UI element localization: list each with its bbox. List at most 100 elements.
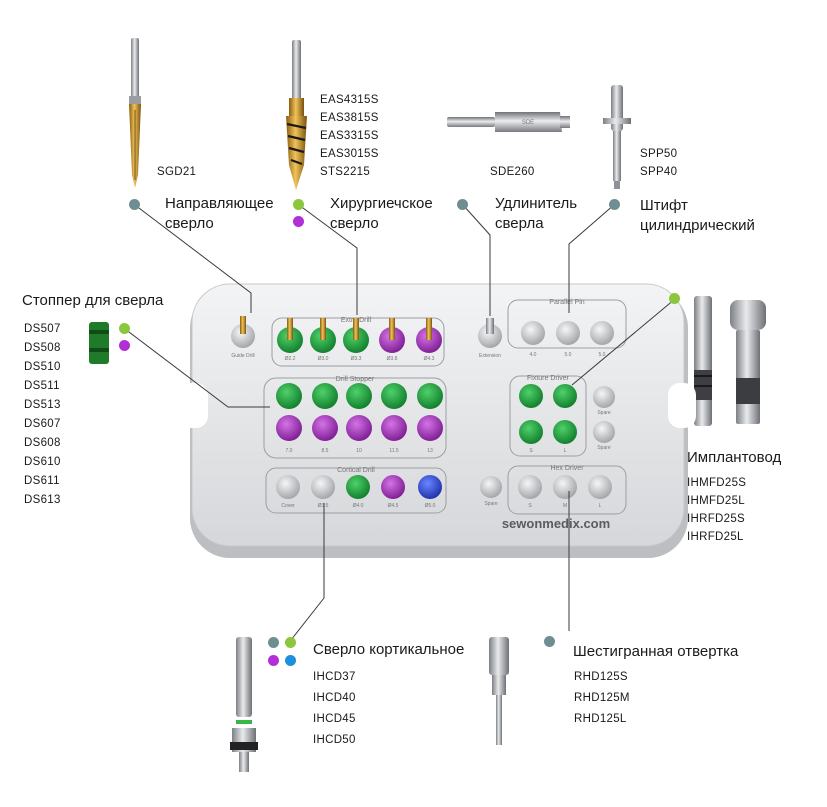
product-code: SPP40 — [640, 166, 678, 178]
cortical-label: Ø5.0 — [425, 503, 436, 509]
hex-driver-image — [489, 637, 509, 745]
parallel-pin-label: 4.0 — [530, 352, 537, 358]
product-code: DS610 — [24, 456, 61, 468]
hex-label: M — [563, 503, 567, 509]
surgical-drill-title: сверло — [330, 215, 379, 232]
drill-stopper-image — [89, 322, 109, 364]
cortical-drill-image — [230, 637, 258, 772]
extra-drill-label: Ø3.8 — [387, 356, 398, 362]
stopper-label: 13 — [427, 448, 433, 454]
extender-title: Удлинитель — [495, 195, 578, 212]
product-code: RHD125M — [574, 692, 630, 704]
fixture-driver-grid: S L Spare Spare — [519, 384, 615, 454]
cortical-label: Ø3.5 — [318, 503, 329, 509]
group-label-drill-stopper: Drill Stopper — [336, 376, 375, 383]
cortical-drill-marker-purple — [268, 655, 279, 666]
hex-label: S — [528, 503, 532, 509]
guide-drill-title: сверло — [165, 215, 214, 232]
product-code: EAS3815S — [320, 112, 379, 124]
product-code: IHRFD25S — [687, 513, 745, 525]
product-code: IHCD45 — [313, 713, 356, 725]
product-code: IHMFD25S — [687, 477, 747, 489]
product-code: DS507 — [24, 323, 61, 335]
parallel-pin-title: цилиндрический — [640, 217, 755, 234]
cortical-drill-title: Сверло кортикальное — [313, 641, 465, 658]
slot-label-guide: Guide Drill — [231, 353, 254, 359]
guide-drill-code: SGD21 — [157, 166, 197, 178]
group-label-hex-driver: Hex Driver — [550, 465, 584, 472]
slot-label-extension: Extension — [479, 353, 501, 359]
group-label-cortical-drill: Cortical Drill — [337, 467, 375, 474]
implant-driver-title: Имплантовод — [687, 449, 782, 466]
surgical-drill-title: Хирургиечское — [330, 195, 433, 212]
instrument-tray: Extra Drill Drill Stopper Cortical Drill… — [180, 283, 696, 558]
parallel-pin-image — [603, 85, 631, 189]
drill-stopper-marker-lime — [119, 323, 130, 334]
drill-stopper-code-list: DS507 DS508 DS510 DS511 DS513 DS607 DS60… — [24, 320, 61, 510]
implant-driver-image — [694, 296, 766, 426]
guide-drill-title: Направляющее — [165, 195, 274, 212]
group-label-fixture-driver: Fixture Driver — [527, 375, 570, 382]
parallel-pin-code-list: SPP50 SPP40 — [640, 145, 677, 181]
surgical-drill-code-list: EAS4315S EAS3815S EAS3315S EAS3015S STS2… — [320, 91, 379, 181]
extra-drill-label: Ø2.2 — [285, 356, 296, 362]
hex-driver-title: Шестигранная отвертка — [573, 643, 739, 660]
product-code: DS613 — [24, 494, 61, 506]
parallel-pin-marker — [609, 199, 620, 210]
extender-engraving: SDE — [522, 120, 534, 126]
cortical-label: Ø4.5 — [388, 503, 399, 509]
product-code: EAS3015S — [320, 148, 379, 160]
extra-drill-label: Ø3.3 — [351, 356, 362, 362]
parallel-pin-title: Штифт — [640, 197, 688, 214]
drill-stopper-grid: 7.0 8.5 10 11.5 13 — [276, 383, 443, 454]
hex-driver-row: S M L — [518, 475, 612, 509]
guide-drill-image — [129, 38, 141, 188]
cortical-drill-code-list: IHCD37 IHCD40 IHCD45 IHCD50 — [313, 667, 356, 751]
extra-drill-label: Ø3.0 — [318, 356, 329, 362]
product-code: EAS3315S — [320, 130, 379, 142]
hex-driver-code-list: RHD125S RHD125M RHD125L — [574, 667, 630, 730]
extra-drill-label: Ø4.3 — [424, 356, 435, 362]
drill-stopper-title: Стоппер для сверла — [22, 292, 164, 309]
parallel-pin-label: 5.0 — [599, 352, 606, 358]
product-code: STS2215 — [320, 166, 371, 178]
cortical-drill-marker-lime — [285, 637, 296, 648]
product-code: DS513 — [24, 399, 61, 411]
implant-driver-code-list: IHMFD25S IHMFD25L IHRFD25S IHRFD25L — [687, 474, 746, 546]
extender-marker — [457, 199, 468, 210]
product-code: DS510 — [24, 361, 61, 373]
product-code: DS607 — [24, 418, 61, 430]
hex-label: L — [599, 503, 602, 509]
product-code: DS608 — [24, 437, 61, 449]
product-code: DS511 — [24, 380, 60, 392]
stopper-label: 10 — [356, 448, 362, 454]
cortical-drill-marker-blue — [285, 655, 296, 666]
guide-drill-marker — [129, 199, 140, 210]
product-code: DS611 — [24, 475, 60, 487]
implant-driver-marker — [669, 293, 680, 304]
spare-label: Spare — [597, 445, 611, 451]
product-code: RHD125S — [574, 671, 628, 683]
product-code: IHCD37 — [313, 671, 356, 683]
surgical-drill-marker-lime — [293, 199, 304, 210]
hex-driver-marker — [544, 636, 555, 647]
extra-drill-row: Ø2.2 Ø3.0 Ø3.3 Ø3.8 Ø4.3 — [277, 318, 442, 362]
group-label-parallel-pin: Parallel Pin — [549, 299, 585, 306]
leader-lines — [124, 203, 676, 641]
drill-stopper-marker-purple — [119, 340, 130, 351]
fixture-label: S — [529, 448, 533, 454]
cortical-label: Ø4.0 — [353, 503, 364, 509]
tray-brand: sewonmedix.com — [502, 516, 610, 531]
surgical-drill-image — [286, 40, 307, 190]
product-code: SPP50 — [640, 148, 678, 160]
spare-label: Spare — [484, 501, 498, 507]
cortical-label: Cover — [281, 503, 295, 509]
extender-image: SDE — [447, 112, 570, 132]
spare-label: Spare — [597, 410, 611, 416]
product-code: RHD125L — [574, 713, 627, 725]
stopper-label: 11.5 — [389, 448, 399, 454]
product-code: IHMFD25L — [687, 495, 745, 507]
product-code: IHCD40 — [313, 692, 356, 704]
product-code: DS508 — [24, 342, 61, 354]
